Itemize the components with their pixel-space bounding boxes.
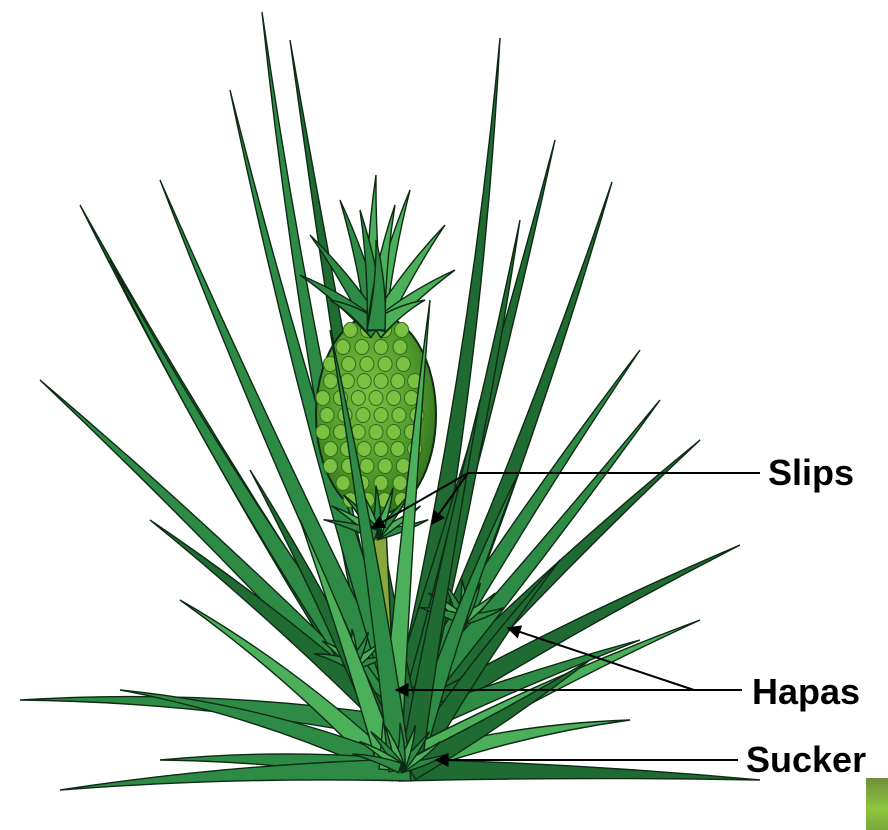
fruit-scale [324,442,338,457]
corner-decoration [866,778,888,830]
fruit-scale [343,323,357,338]
fruit-scale [393,340,407,355]
leaf [400,759,760,781]
fruit-scale [360,357,374,372]
label-hapas: Hapas [752,674,860,710]
fruit-scale [342,357,356,372]
fruit-scale [360,459,374,474]
fruit-scale [320,408,334,423]
fruit-scale [323,459,337,474]
fruit-scale [369,425,383,440]
fruit-scale [392,408,406,423]
fruit-scale [355,340,369,355]
fruit-scale [374,374,388,389]
fruit-scale [378,357,392,372]
fruit-scale [387,391,401,406]
fruit-scale [357,374,371,389]
fruit-scale [391,374,405,389]
fruit-scale [336,476,350,491]
fruit-scale [391,442,405,457]
fruit-scale [324,374,338,389]
fruit-scale [351,391,365,406]
fruit-scale [369,391,383,406]
leaf [60,759,411,790]
fruit-scale [393,476,407,491]
fruit-scale [395,323,409,338]
fruit-scale [357,442,371,457]
fruit-scale [387,425,401,440]
fruit-scale [336,340,350,355]
fruit-scale [374,408,388,423]
fruit-scale [374,442,388,457]
fruit-scale [316,425,330,440]
fruit-scale [356,408,370,423]
fruit-scale [396,357,410,372]
label-slips: Slips [768,455,854,491]
fruit-scale [378,459,392,474]
fruit-scale [374,340,388,355]
label-sucker: Sucker [746,742,866,778]
fruit-scale [316,391,330,406]
